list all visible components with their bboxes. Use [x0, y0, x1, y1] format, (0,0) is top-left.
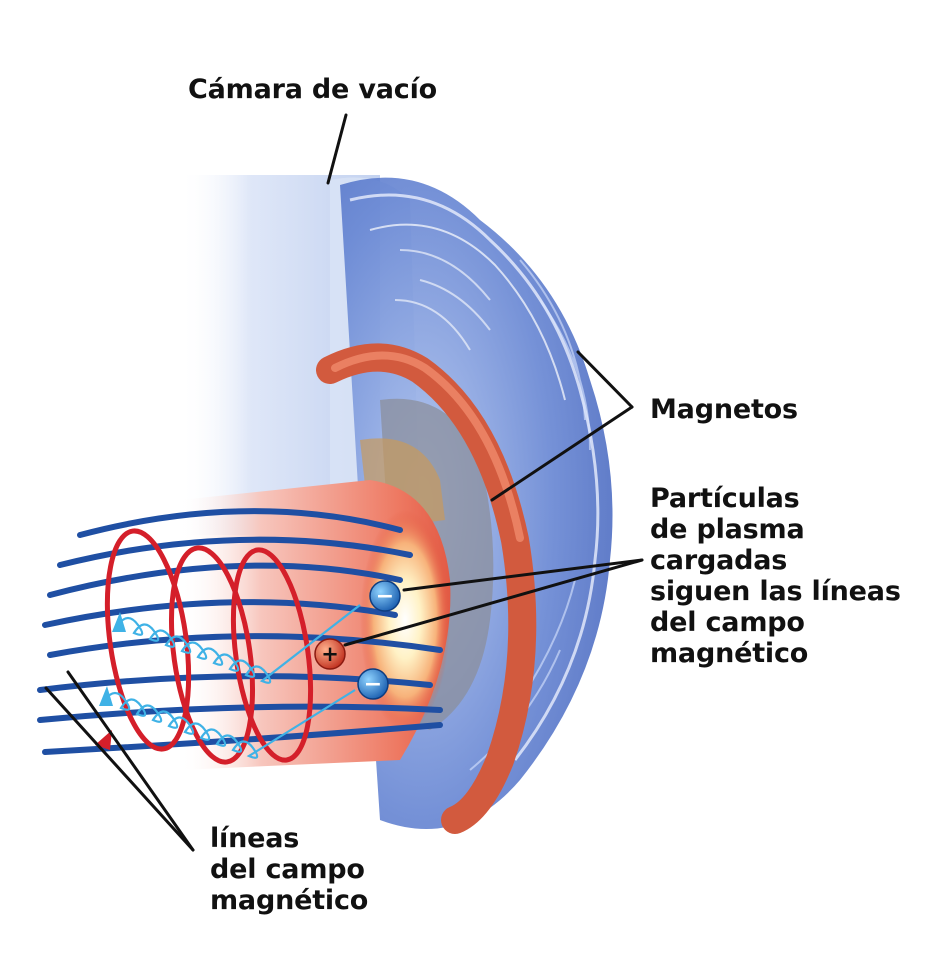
magnet-ring — [316, 343, 537, 834]
negative-particle: − — [357, 668, 389, 700]
label-particles-line: siguen las líneas — [650, 576, 901, 607]
negative-particle: − — [369, 580, 401, 612]
positive-sign: + — [321, 642, 339, 666]
label-particles-line: magnético — [650, 638, 809, 669]
label-vacuum-chamber: Cámara de vacío — [188, 74, 437, 105]
magnetic-coils — [104, 528, 314, 765]
label-particles-line: Partículas — [650, 483, 800, 514]
negative-sign: − — [376, 584, 394, 609]
label-field-lines-line: líneas — [210, 823, 300, 854]
label-charged-particles: Partículas de plasma cargadas siguen las… — [650, 483, 901, 669]
negative-sign: − — [364, 672, 382, 697]
positive-particle: + — [314, 638, 346, 670]
label-particles-line: de plasma — [650, 514, 805, 545]
label-field-lines-line: del campo — [210, 854, 365, 885]
label-field-lines: líneas del campo magnético — [210, 823, 368, 916]
label-field-lines-line: magnético — [210, 885, 369, 916]
spiral-arrow-icon — [99, 686, 113, 706]
spiral-arrow-icon — [112, 612, 126, 632]
label-particles-line: cargadas — [650, 545, 788, 576]
label-magnets: Magnetos — [650, 394, 798, 425]
label-particles-line: del campo — [650, 607, 805, 638]
leader-lines — [44, 113, 644, 852]
particle-spirals — [104, 604, 361, 759]
